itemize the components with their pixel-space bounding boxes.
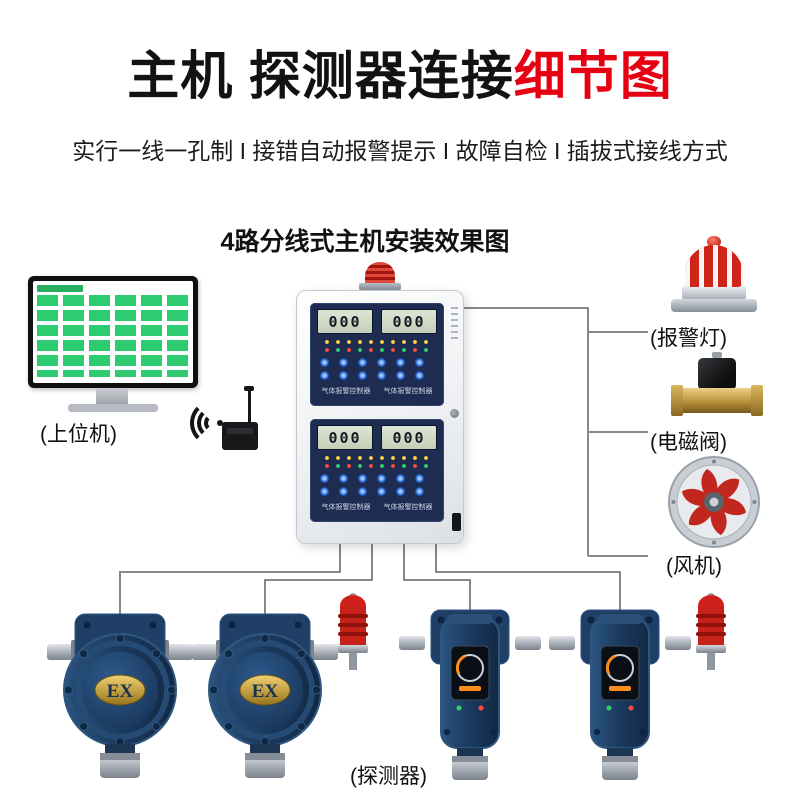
beacon-base [682, 286, 746, 299]
valve-body [671, 385, 763, 416]
panel-buttons-row [320, 358, 434, 367]
antenna-tip-icon [244, 386, 254, 391]
detector-beacon-icon-4 [688, 590, 734, 670]
lcd-display: 000 [317, 309, 373, 334]
duct-fan [666, 456, 762, 550]
antenna-rod-icon [248, 390, 251, 424]
alarm-light-label: (报警灯) [650, 327, 727, 350]
solenoid-valve-label: (电磁阀) [650, 431, 727, 454]
controller-panel-2: 000 000 气体报警控制器 气体报警控制器 [310, 419, 444, 522]
monitor-screen [33, 281, 193, 383]
host-computer-monitor [28, 276, 198, 388]
monitor-stand-base [68, 404, 158, 412]
panel-buttons-row [320, 474, 434, 483]
detector-beacon-icon-2 [330, 590, 376, 670]
host-computer-label: (上位机) [40, 423, 117, 446]
panel-label: 气体报警控制器 [321, 388, 371, 395]
section-title: 4路分线式主机安装效果图 [220, 228, 510, 256]
beacon-dome [707, 236, 721, 247]
panel-label: 气体报警控制器 [321, 504, 371, 511]
valve-bolt [712, 352, 722, 358]
lcd-display: 000 [381, 309, 437, 334]
transmitter-box [222, 422, 258, 450]
gas-alarm-controller: 000 000 气体报警控制器 气体报警控制器 000 000 [296, 262, 464, 544]
fan-icon [668, 456, 760, 548]
wifi-signal-icon [172, 400, 228, 446]
title-highlight: 细节图 [513, 48, 673, 106]
alarm-beacon-light [666, 236, 762, 320]
keyhole [450, 409, 459, 418]
subtitle: 实行一线一孔制 I 接错自动报警提示 I 故障自检 I 插拔式接线方式 [72, 138, 728, 164]
panel-label: 气体报警控制器 [383, 504, 433, 511]
beacon-cage [685, 245, 743, 287]
page-title: 主机 探测器连接细节图 [0, 34, 800, 109]
monitor-stand-neck [96, 388, 128, 406]
power-switch [452, 513, 461, 531]
vent-slots [451, 307, 458, 341]
indicator-leds-yellow [325, 340, 429, 344]
title-main: 主机 探测器连接 [127, 48, 514, 106]
indicator-leds-alarm [325, 464, 429, 468]
panel-label: 气体报警控制器 [383, 388, 433, 395]
fan-label: (风机) [666, 555, 722, 578]
software-header-bar [37, 285, 83, 292]
wireless-transmitter [220, 386, 262, 452]
gas-detector-display-3 [395, 608, 545, 784]
solenoid-valve [671, 352, 763, 424]
gas-detector-ex-1 [45, 610, 195, 782]
indicator-leds-alarm [325, 348, 429, 352]
indicator-leds-yellow [325, 456, 429, 460]
gas-detector-ex-2 [190, 610, 340, 782]
panel-buttons-row [320, 371, 434, 380]
controller-panel-1: 000 000 气体报警控制器 气体报警控制器 [310, 303, 444, 406]
detector-label: (探测器) [350, 765, 427, 788]
panel-buttons-row [320, 487, 434, 496]
controller-alarm-beacon-icon [296, 262, 464, 290]
controller-enclosure: 000 000 气体报警控制器 气体报警控制器 000 000 [296, 290, 464, 544]
gas-detector-display-4 [545, 608, 695, 784]
beacon-flange [671, 299, 757, 312]
lcd-display: 000 [381, 425, 437, 450]
lcd-display: 000 [317, 425, 373, 450]
channel-status-grid [37, 295, 189, 377]
valve-coil [698, 358, 736, 390]
